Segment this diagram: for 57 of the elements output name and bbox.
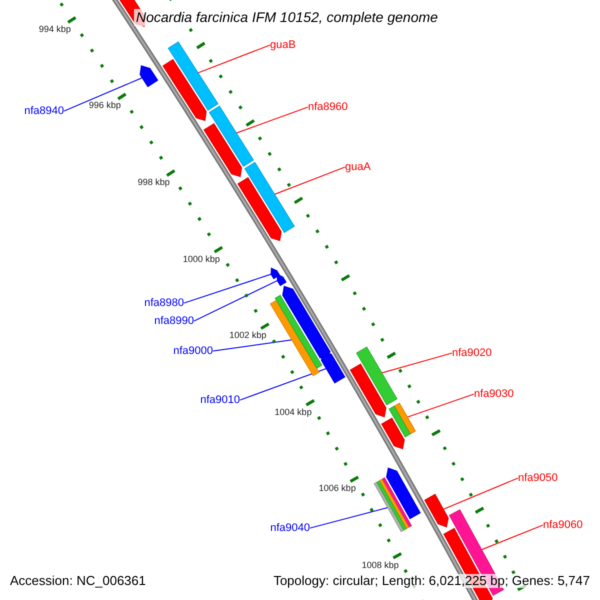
tick-label: 1008 kbp <box>362 560 399 571</box>
gene-bar <box>388 406 411 438</box>
gene-feature <box>350 364 386 418</box>
gene-bar <box>244 162 295 233</box>
gene-label: nfa9060 <box>543 519 583 532</box>
leader-line <box>381 352 452 374</box>
gene-bar <box>356 346 398 406</box>
gene-label: nfa9040 <box>270 522 310 534</box>
gene-label: nfa8990 <box>154 315 194 328</box>
accession-label: Accession: NC_006361 <box>10 574 146 588</box>
tick-label: 996 kbp <box>88 101 121 112</box>
tick-label: 1000 kbp <box>182 254 220 264</box>
leader-line <box>274 166 346 195</box>
leader-line <box>212 339 292 352</box>
tick-label: 994 kbp <box>38 24 71 35</box>
gene-feature <box>320 350 346 384</box>
gene-feature <box>140 65 158 88</box>
gene-bar <box>394 402 416 434</box>
gene-feature <box>386 467 421 520</box>
gene-label: guaA <box>345 161 371 174</box>
gene-bar <box>168 41 219 111</box>
tick-label: 1002 kbp <box>229 331 266 342</box>
gene-label: nfa9050 <box>518 472 558 484</box>
gene-feature <box>162 58 207 121</box>
leader-line <box>481 524 544 550</box>
tick-label: 1004 kbp <box>274 408 312 418</box>
leader-line <box>240 368 327 401</box>
leader-line <box>310 507 388 529</box>
gene-feature <box>270 268 280 280</box>
tick-label: 998 kbp <box>138 178 170 188</box>
gene-bar <box>270 300 320 376</box>
gene-label: guaB <box>270 39 296 52</box>
gene-feature <box>424 494 449 528</box>
leader-line <box>194 280 278 322</box>
leader-line <box>236 106 308 134</box>
gene-label: nfa8960 <box>308 101 348 114</box>
leader-line <box>184 274 272 304</box>
gene-label: nfa9020 <box>452 347 492 360</box>
leader-line <box>198 44 270 74</box>
leader-line <box>406 394 474 418</box>
title: Nocardia farcinica IFM 10152, complete genome <box>134 9 440 26</box>
gene-feature <box>237 177 282 242</box>
leader-line <box>442 478 518 510</box>
gene-bar <box>208 106 254 167</box>
gene-feature <box>381 418 405 450</box>
leader-line <box>64 77 142 112</box>
gene-feature <box>276 273 287 286</box>
genome-stats-label: Topology: circular; Length: 6,021,225 bp; Genes: 5,747 <box>273 574 590 588</box>
gene-feature <box>282 286 331 359</box>
gene-label: nfa9010 <box>200 394 240 406</box>
gene-label: nfa9030 <box>474 388 514 400</box>
gene-feature <box>203 123 242 178</box>
gene-label: nfa8940 <box>24 105 64 118</box>
gene-label: nfa9000 <box>173 345 213 358</box>
gene-label: nfa8980 <box>144 297 184 310</box>
gene-bar <box>274 294 322 369</box>
tick-label: 1006 kbp <box>318 484 356 494</box>
